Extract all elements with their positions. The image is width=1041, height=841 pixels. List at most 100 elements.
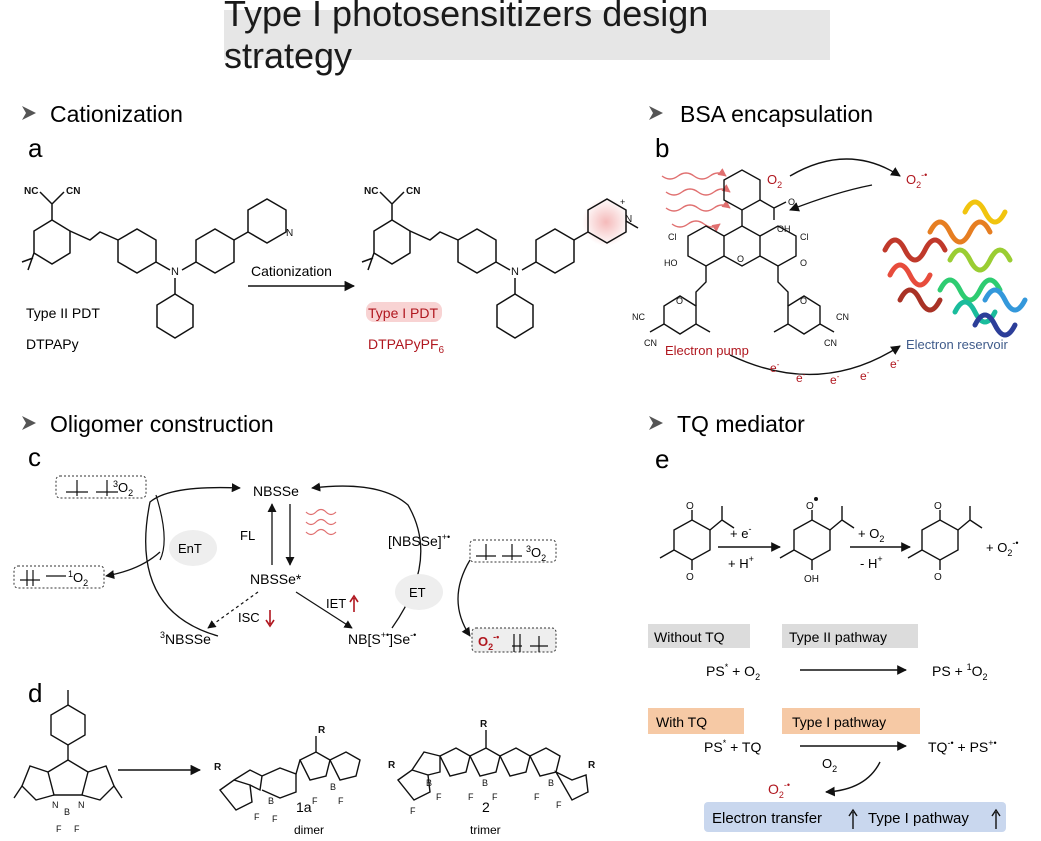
svg-text:B: B — [482, 778, 488, 788]
up-arrow-icon — [991, 808, 1001, 829]
label-eq2-right: TQ-• + PS+• — [928, 738, 997, 755]
label-o2-b: O2 — [767, 172, 782, 190]
svg-text:F: F — [338, 796, 344, 806]
svg-text:B: B — [64, 807, 70, 817]
svg-text:F: F — [492, 792, 498, 802]
heading-tq: TQ mediator — [649, 411, 805, 437]
label-trimer: trimer — [470, 823, 501, 837]
label-step2-top: + O2 — [858, 526, 884, 544]
svg-text:CN: CN — [406, 186, 420, 197]
molecule-tq-regenerated: O O — [907, 501, 983, 583]
label-step1-top: + e- — [730, 524, 751, 541]
svg-text:O: O — [686, 572, 694, 583]
molecule-trimer: R R R B F F B F F B F F — [388, 719, 596, 816]
arrow-return-cycle — [789, 184, 873, 212]
label-type2-pdt: Type II PDT — [26, 305, 100, 321]
svg-text:N: N — [286, 228, 293, 239]
label-type1-result: Type I pathway — [868, 810, 969, 827]
molecule-dtpapypf6: NC CN N N + — [361, 186, 639, 339]
arrow-ent-cycle — [145, 483, 241, 637]
label-iet: IET — [326, 596, 346, 611]
svg-text:CN: CN — [644, 338, 657, 348]
bullet-arrow-icon — [22, 416, 36, 430]
label-type1-pathway: Type I pathway — [792, 714, 886, 730]
excitation-light-icon — [305, 508, 337, 536]
label-triplet-o2-c: 3O2 — [113, 479, 133, 498]
svg-text:B: B — [268, 796, 274, 806]
label-dtpapy: DTPAPy — [26, 336, 79, 352]
label-isc: ISC — [238, 610, 260, 625]
heading-text: Oligomer construction — [50, 411, 274, 437]
arrow-isc — [207, 591, 259, 629]
label-superoxide-e: O2-• — [768, 780, 790, 800]
svg-text:N: N — [511, 266, 519, 278]
heading-oligomer: Oligomer construction — [22, 411, 274, 437]
molecule-dimer: R R B F F B F F — [214, 725, 361, 824]
spin-up-icon — [66, 480, 118, 496]
svg-text:+: + — [620, 197, 625, 207]
svg-text:R: R — [480, 719, 488, 730]
label-nbsse-star: NBSSe* — [250, 571, 302, 587]
label-eq1-right: PS + 1O2 — [932, 662, 988, 682]
down-arrow-icon — [265, 610, 275, 628]
svg-text:NC: NC — [632, 312, 645, 322]
label-nbsse: NBSSe — [253, 483, 299, 499]
label-et: ET — [409, 585, 426, 600]
svg-text:CN: CN — [66, 186, 80, 197]
label-singlet-o2-c: 1O2 — [68, 569, 88, 588]
label-electron-reservoir: Electron reservoir — [906, 337, 1009, 352]
svg-text:CN: CN — [824, 338, 837, 348]
bsa-protein-icon — [882, 199, 1028, 338]
up-arrow-icon — [848, 808, 858, 829]
svg-text:Cl: Cl — [668, 232, 677, 242]
label-superoxide-b: O2-• — [906, 170, 927, 190]
label-eq2-arrow: O2 — [822, 756, 837, 774]
box-type2-pathway — [782, 624, 918, 648]
label-step1-bottom: + H+ — [728, 554, 754, 571]
svg-text:F: F — [410, 806, 416, 816]
et-bubble — [395, 574, 443, 610]
spin-mixed-icon — [512, 634, 548, 652]
arrow-singlet-out — [105, 551, 161, 580]
bullet-arrow-icon — [649, 106, 663, 120]
panel-letter-a: a — [28, 133, 43, 163]
svg-text:F: F — [556, 800, 562, 810]
arrow-et-o2 — [457, 559, 471, 637]
label-eq1-left: PS* + O2 — [706, 662, 760, 682]
label-tq-product: + O2-• — [986, 538, 1019, 558]
arrow-o2-to-superoxide — [789, 158, 901, 177]
svg-text:N: N — [78, 800, 85, 810]
svg-text:F: F — [534, 792, 540, 802]
highlight-type1-pdt — [366, 302, 442, 322]
label-superoxide-c: O2-• — [478, 632, 499, 652]
label-step2-bottom: - H+ — [860, 554, 883, 571]
svg-text:CN: CN — [836, 312, 849, 322]
box-without-tq — [648, 624, 750, 648]
label-1a: 1a — [296, 799, 312, 815]
svg-text:O: O — [676, 296, 683, 306]
svg-text:R: R — [318, 725, 326, 736]
electron-1: e- — [770, 360, 780, 375]
heading-text: TQ mediator — [677, 411, 805, 437]
svg-text:N: N — [52, 800, 59, 810]
svg-text:OH: OH — [804, 574, 819, 585]
label-2: 2 — [482, 799, 490, 815]
svg-text:F: F — [468, 792, 474, 802]
arrow-superoxide-release — [825, 761, 881, 797]
panel-letter-e: e — [655, 444, 669, 474]
svg-text:NC: NC — [24, 186, 38, 197]
electron-labels: e- e- e- e- e- — [770, 356, 900, 387]
molecule-bodipy-monomer: N N B F F — [13, 690, 123, 834]
svg-text:R: R — [388, 760, 396, 771]
arrow-electron-transfer-b — [729, 345, 901, 376]
svg-text:O: O — [800, 296, 807, 306]
label-ent: EnT — [178, 541, 202, 556]
arrow-iet — [295, 591, 353, 629]
label-electron-pump: Electron pump — [665, 343, 749, 358]
svg-text:O: O — [806, 501, 814, 512]
up-arrow-icon — [349, 594, 359, 612]
ent-bubble — [169, 530, 217, 566]
svg-text:F: F — [272, 814, 278, 824]
svg-text:F: F — [56, 824, 62, 834]
